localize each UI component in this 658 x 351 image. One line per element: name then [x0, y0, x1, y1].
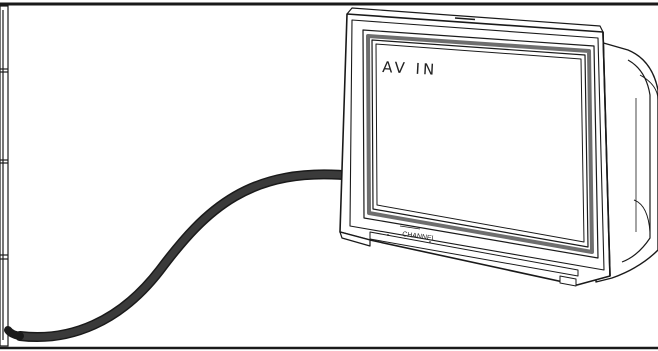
left-device-edge	[0, 5, 9, 347]
screen-display-text: AV IN	[382, 58, 438, 79]
av-cable	[4, 169, 359, 342]
channel-label: CHANNEL	[402, 231, 436, 243]
tv-bezel-inner-edge	[349, 19, 605, 271]
television	[339, 7, 658, 287]
tv-screen	[375, 43, 585, 243]
tv-rear-cabinet	[595, 41, 658, 283]
tv-control-strip	[369, 225, 579, 287]
